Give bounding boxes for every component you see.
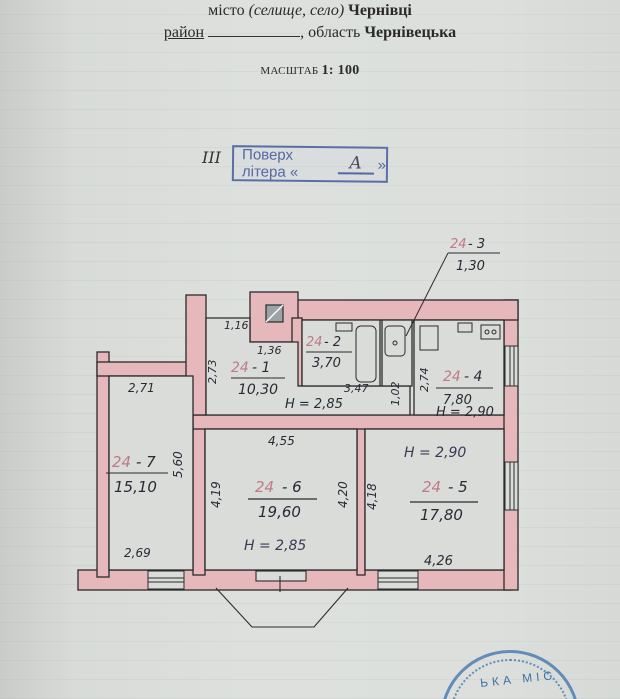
room4-prefix: 24 xyxy=(443,369,461,385)
dim-4-18: 4,18 xyxy=(365,483,379,510)
scale-value: 1: 100 xyxy=(321,63,360,78)
window-room4 xyxy=(504,345,519,387)
room1-area: 10,30 xyxy=(238,382,278,398)
room2-area: 3,70 xyxy=(312,356,341,371)
room7-area: 15,10 xyxy=(114,478,157,496)
room4-suffix: - 4 xyxy=(464,369,482,385)
dim-2-74: 2,74 xyxy=(418,368,431,393)
dim-4-26: 4,26 xyxy=(424,554,453,569)
room1-prefix: 24 xyxy=(231,360,249,376)
sink-room2-icon xyxy=(335,322,353,332)
room5-height: H = 2,90 xyxy=(404,445,466,461)
stove-icon xyxy=(480,324,501,340)
room4-height: H = 2,90 xyxy=(436,405,494,420)
scale-label: МАСШТАБ xyxy=(260,65,319,77)
window-room7 xyxy=(147,570,185,590)
floor-number: III xyxy=(202,148,221,167)
left-exterior-wall xyxy=(96,351,110,578)
room-24-3-leader xyxy=(405,252,500,337)
rooms xyxy=(108,317,505,571)
sink-room4-icon xyxy=(457,322,473,333)
district-line: район , область Чернівецька xyxy=(0,24,620,42)
dim-2-69: 2,69 xyxy=(124,546,151,560)
room4-area: 7,80 xyxy=(443,393,472,408)
room2-suffix: - 2 xyxy=(324,335,341,350)
wall-6-5 xyxy=(356,424,366,576)
city-value: Чернівці xyxy=(348,2,412,19)
room2-prefix: 24 xyxy=(306,335,323,350)
windows xyxy=(147,345,519,590)
room5-suffix: - 5 xyxy=(448,478,468,496)
room3-prefix: 24 xyxy=(450,237,467,252)
walls xyxy=(77,291,519,591)
dim-3-47: 3,47 xyxy=(344,382,369,395)
window-room5 xyxy=(377,570,419,590)
room7-suffix: - 7 xyxy=(136,453,156,471)
city-label: місто xyxy=(208,2,245,19)
city-alt-label: (селище, село) xyxy=(248,2,345,19)
dim-1-36: 1,36 xyxy=(257,344,282,357)
district-label: район xyxy=(163,24,205,41)
scale-line: МАСШТАБ 1: 100 xyxy=(0,63,620,79)
room-labels: 24 - 3 1,30 24 - 1 10,30 H = 2,85 1,16 1… xyxy=(106,237,494,569)
room6-height: H = 2,85 xyxy=(244,538,306,554)
dim-4-19: 4,19 xyxy=(209,481,223,508)
region-value: Чернівецька xyxy=(364,24,457,41)
room3-area: 1,30 xyxy=(456,259,485,274)
room1-height: H = 2,85 xyxy=(285,397,343,412)
ventilation-icon xyxy=(265,304,284,323)
city-line: місто (селище, село) Чернівці xyxy=(0,2,620,20)
room6-area: 19,60 xyxy=(258,503,301,521)
room6-suffix: - 6 xyxy=(282,478,302,496)
window-room5-side xyxy=(504,461,519,511)
room5-prefix: 24 xyxy=(422,478,441,496)
room-24-5 xyxy=(364,428,505,571)
top-exterior-wall xyxy=(291,299,519,321)
dim-2-71: 2,71 xyxy=(128,381,155,395)
district-blank-field xyxy=(208,25,301,37)
dim-4-20: 4,20 xyxy=(336,481,350,508)
dim-1-02: 1,02 xyxy=(389,382,402,407)
room5-area: 17,80 xyxy=(420,506,463,524)
dim-4-55: 4,55 xyxy=(268,434,295,448)
boiler-icon xyxy=(419,325,439,351)
room-24-1 xyxy=(205,317,411,416)
room7-prefix: 24 xyxy=(112,453,131,471)
fixtures xyxy=(335,322,501,383)
bay-window xyxy=(215,570,349,628)
room1-suffix: - 1 xyxy=(252,360,270,376)
right-exterior-wall xyxy=(503,299,519,591)
room6-prefix: 24 xyxy=(255,478,274,496)
room3-suffix: - 3 xyxy=(468,237,485,252)
dim-5-60: 5,60 xyxy=(171,451,185,478)
dim-2-73: 2,73 xyxy=(206,360,219,385)
region-label: , область xyxy=(300,24,361,41)
dim-1-16: 1,16 xyxy=(224,319,249,332)
bathtub-icon xyxy=(355,325,377,383)
